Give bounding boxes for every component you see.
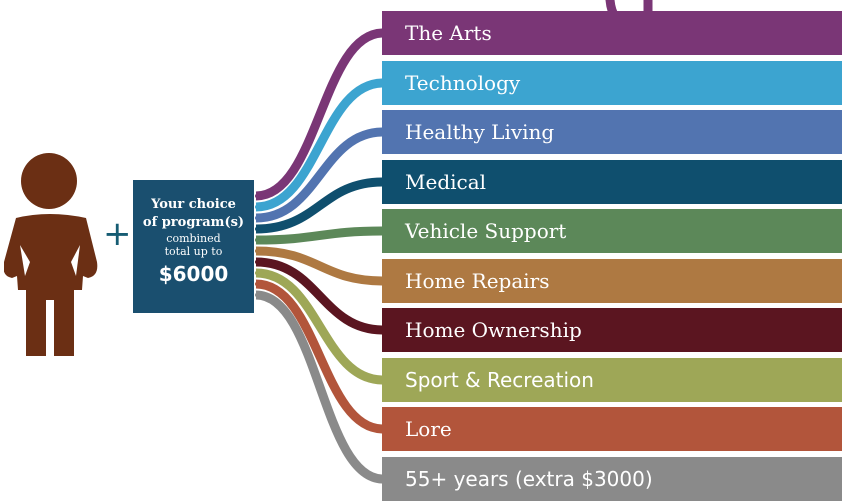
program-bar: 55+ years (extra $3000)	[382, 457, 842, 501]
connector-curve	[255, 28, 384, 201]
program-bar: The Arts	[382, 11, 842, 55]
program-bar: Technology	[382, 61, 842, 105]
program-bar: Vehicle Support	[382, 209, 842, 253]
connector-dot	[255, 271, 259, 275]
connector-dot	[255, 282, 259, 286]
program-bar: Healthy Living	[382, 110, 842, 154]
box-line-1: Your choice	[151, 197, 236, 212]
budget-amount: $6000	[158, 262, 229, 286]
connector-dot	[255, 293, 259, 297]
person-icon	[4, 153, 98, 356]
connector-curve	[255, 127, 384, 223]
program-bar: Home Repairs	[382, 259, 842, 303]
connector-curve	[255, 226, 384, 245]
connector-curve	[255, 177, 384, 234]
connector-dot	[255, 238, 259, 242]
connector-curve	[255, 279, 384, 434]
connector-dot	[255, 216, 259, 220]
program-bar: Sport & Recreation	[382, 358, 842, 402]
connector-dot	[255, 205, 259, 209]
box-line-2: of program(s)	[142, 215, 245, 230]
program-bar: Home Ownership	[382, 308, 842, 352]
program-bar: Lore	[382, 407, 842, 451]
connector-dot	[255, 260, 259, 264]
plus-sign: +	[103, 214, 132, 254]
connector-curve	[255, 290, 384, 484]
connector-dot	[255, 249, 259, 253]
connector-dot	[255, 194, 259, 198]
box-line-4: total up to	[164, 245, 223, 258]
connector-curve	[255, 257, 384, 335]
connector-curve	[255, 268, 384, 385]
connector-curve	[255, 246, 384, 286]
program-bar: Medical	[382, 160, 842, 204]
connector-curve	[255, 78, 384, 212]
connector-dot	[255, 227, 259, 231]
box-line-3: combined	[166, 232, 221, 245]
program-budget-box: Your choice of program(s) combined total…	[133, 180, 254, 313]
